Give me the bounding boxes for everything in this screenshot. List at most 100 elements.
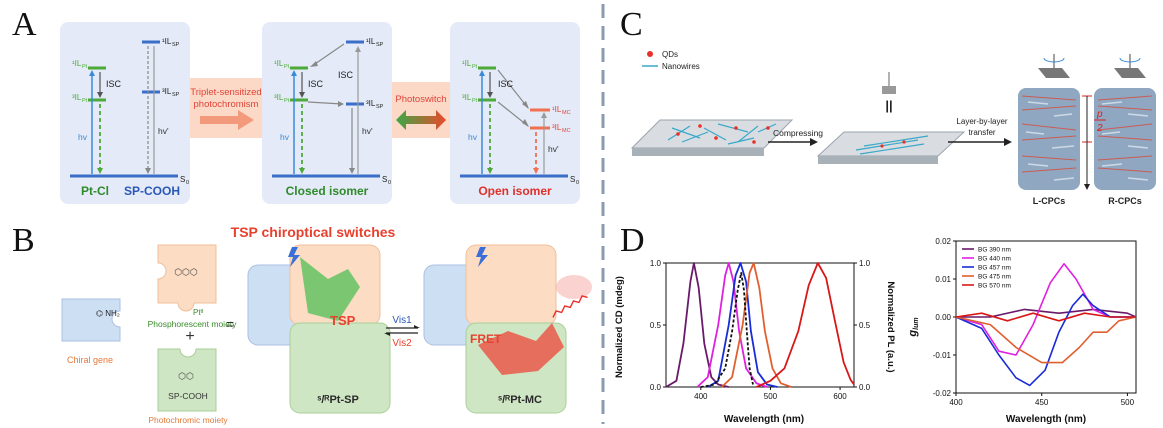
- glum-y-tick-label: -0.01: [933, 351, 952, 360]
- panel-separator: [601, 4, 605, 424]
- glum-x-tick-label: 400: [949, 398, 963, 407]
- glum-y-tick-label: 0.02: [935, 237, 951, 246]
- glum-y-tick-label: -0.02: [933, 389, 952, 398]
- panel-letter-c: C: [620, 6, 643, 43]
- svg-text:³IL: ³IL: [162, 87, 172, 96]
- legend-label-1: BG 390 nm: [978, 247, 1011, 254]
- legend-label-2: BG 440 nm: [978, 256, 1011, 263]
- svg-text:Pt: Pt: [284, 64, 290, 70]
- svg-text:Photochromic moiety: Photochromic moiety: [148, 415, 228, 425]
- right-y-axis-label: Normalized PL (a.u.): [885, 281, 896, 372]
- panel-letter-d: D: [620, 222, 645, 259]
- tsp-arrow-label-2: photochromism: [194, 99, 259, 110]
- svg-text:S: S: [570, 175, 575, 184]
- svg-text:Pt: Pt: [284, 98, 290, 104]
- svg-text:hv: hv: [78, 132, 88, 142]
- spectrum-line-5: [756, 262, 855, 388]
- left-plot-frame: [665, 262, 855, 388]
- compressing-label: Compressing: [773, 128, 823, 138]
- y-tick-label-right: 0.0: [859, 383, 871, 392]
- svg-text:ISC: ISC: [338, 70, 354, 80]
- svg-text:SP-COOH: SP-COOH: [168, 391, 208, 401]
- panel-a-energy-diagram: Triplet-sensitized photochromism Photosw…: [60, 22, 580, 204]
- svg-text:transfer: transfer: [968, 128, 995, 137]
- glum-y-tick-label: 0.01: [935, 275, 951, 284]
- glum-line-3: [955, 293, 1136, 387]
- glum-axis-label: glum: [907, 317, 920, 337]
- chiral-gene-piece: [61, 298, 121, 342]
- svg-text:³IL: ³IL: [274, 93, 284, 102]
- tsp-label: TSP: [330, 313, 356, 328]
- legend-label-3: BG 457 nm: [978, 265, 1011, 272]
- spectrum-line-2: [696, 262, 768, 388]
- svg-text:⌬ NH₂: ⌬ NH₂: [96, 309, 120, 318]
- svg-text:p: p: [1096, 109, 1103, 120]
- photoswitch-arrow: [396, 110, 446, 130]
- spectrum-line-1: [665, 262, 729, 388]
- closed-isomer-label: Closed isomer: [286, 184, 369, 198]
- svg-text:Pt: Pt: [82, 64, 88, 70]
- svg-text:0: 0: [388, 180, 391, 186]
- svg-text:MC: MC: [562, 110, 571, 116]
- legend-nanowires: Nanowires: [662, 62, 700, 71]
- legend-label-5: BG 570 nm: [978, 283, 1011, 290]
- svg-text:SP: SP: [376, 42, 384, 48]
- panel-letter-b: B: [12, 222, 35, 259]
- phosphorescent-piece: [157, 244, 217, 312]
- svg-text:Vis2: Vis2: [392, 338, 412, 349]
- y-tick-label-left: 0.5: [650, 321, 662, 330]
- svg-text:¹IL: ¹IL: [162, 37, 172, 46]
- x-tick-label: 400: [694, 392, 708, 401]
- x-axis-label: Wavelength (nm): [724, 414, 804, 425]
- tsp-arrow-label-1: Triplet-sensitized: [190, 87, 261, 98]
- svg-text:Vis1: Vis1: [392, 315, 412, 326]
- spectrum-line-6: [700, 272, 754, 388]
- tsp-title: TSP chiroptical switches: [231, 224, 396, 240]
- y-tick-label-right: 0.5: [859, 321, 871, 330]
- glum-x-axis-label: Wavelength (nm): [1006, 414, 1086, 425]
- glum-y-tick-label: 0.00: [935, 313, 951, 322]
- svg-text:Pt: Pt: [472, 98, 478, 104]
- svg-text:+: +: [185, 328, 194, 345]
- svg-text:hv': hv': [362, 126, 373, 136]
- glum-line-4: [955, 316, 1137, 364]
- x-tick-label: 600: [833, 392, 847, 401]
- svg-text:0: 0: [186, 180, 189, 186]
- svg-text:³IL: ³IL: [552, 123, 562, 132]
- svg-text:ISC: ISC: [106, 79, 122, 89]
- pt-sp-label: ˢ/ᴿPt-SP: [317, 394, 359, 406]
- svg-text:S: S: [180, 175, 185, 184]
- panel-b-puzzle-diagram: TSP chiroptical switches ⌬ NH₂ Chiral ge…: [61, 224, 592, 425]
- r-cpcs-label: R-CPCs: [1108, 196, 1142, 206]
- glum-x-tick-label: 450: [1035, 398, 1049, 407]
- svg-text:¹IL: ¹IL: [366, 37, 376, 46]
- svg-text:=: =: [226, 316, 234, 332]
- svg-text:hv': hv': [548, 144, 559, 154]
- pt-mc-label: ˢ/ᴿPt-MC: [498, 394, 542, 406]
- svg-text:hv: hv: [280, 132, 290, 142]
- left-y-axis-label: Normalized CD (mdeg): [614, 276, 625, 378]
- x-tick-label: 500: [764, 392, 778, 401]
- panel-letter-a: A: [12, 6, 37, 43]
- svg-text:S: S: [382, 175, 387, 184]
- svg-text:hv': hv': [158, 126, 169, 136]
- svg-text:¹IL: ¹IL: [72, 59, 82, 68]
- svg-text:MC: MC: [562, 128, 571, 134]
- svg-text:¹IL: ¹IL: [462, 59, 472, 68]
- svg-text:hv: hv: [468, 132, 478, 142]
- pt-cl-label: Pt-Cl: [81, 184, 109, 198]
- svg-text:SP: SP: [376, 104, 384, 110]
- svg-text:⬡⬡: ⬡⬡: [178, 371, 194, 381]
- svg-text:³IL: ³IL: [462, 93, 472, 102]
- photoswitch-label: Photoswitch: [395, 94, 446, 105]
- legend-qds: QDs: [662, 50, 678, 59]
- svg-text:Phosphorescent moiety: Phosphorescent moiety: [148, 319, 238, 329]
- svg-text:Layer-by-layer: Layer-by-layer: [956, 117, 1007, 126]
- svg-text:SP: SP: [172, 42, 180, 48]
- svg-text:Chiral gene: Chiral gene: [67, 355, 113, 365]
- svg-text:Pt: Pt: [472, 64, 478, 70]
- panel-c-assembly-diagram: QDs Nanowires Compressing || Layer-by-la…: [630, 50, 1156, 206]
- svg-text:SP: SP: [172, 92, 180, 98]
- y-tick-label-left: 1.0: [650, 259, 662, 268]
